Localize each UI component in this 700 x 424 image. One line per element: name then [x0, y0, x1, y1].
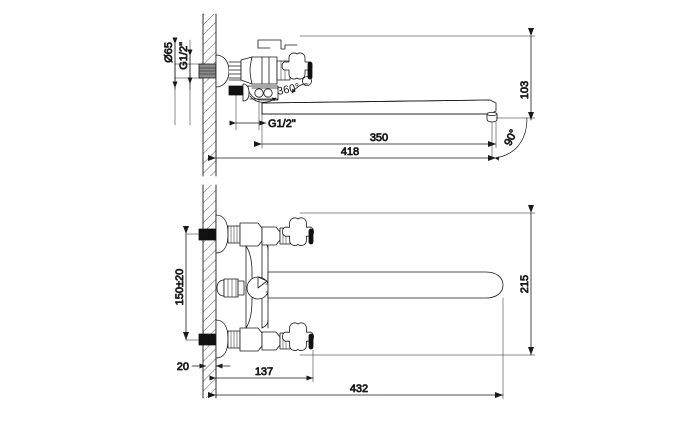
- wall-section-top: [202, 13, 217, 177]
- dim-label-350: 350: [370, 132, 388, 144]
- upper-inlet-assembly: [198, 54, 242, 88]
- dim-length-432: 432: [208, 297, 504, 400]
- dim-reach-350: 350: [254, 113, 497, 149]
- dim-label-outlet-thread: G1/2": [268, 118, 296, 130]
- dim-height-103: 103: [299, 28, 536, 121]
- dim-centers-150: 150±20: [174, 226, 204, 341]
- dim-label-432: 432: [350, 383, 368, 395]
- mixer-body-top: [240, 52, 313, 85]
- bottom-view-group: 150±20 20 137 432: [174, 184, 536, 400]
- dim-depth-137: 137: [209, 349, 314, 383]
- dim-height-215: 215: [299, 205, 536, 356]
- diverter-knob-front: [216, 278, 245, 298]
- upper-outlet-stub: [257, 39, 298, 50]
- lower-handle-front: [261, 322, 314, 351]
- dim-wall-20: 20: [176, 361, 231, 373]
- dim-dia65: Ø65: [163, 37, 178, 91]
- spout-tube-front: [267, 271, 504, 299]
- dim-label-90: 90°: [502, 128, 520, 148]
- dim-label-20: 20: [177, 361, 189, 373]
- lower-inlet-front: [198, 319, 263, 359]
- dim-label-103: 103: [519, 81, 531, 99]
- dimensions-top-view: Ø65 G1/2" G1/2" 103: [163, 28, 536, 163]
- spout-tube-top: [261, 99, 498, 123]
- diverter-cluster-top: [228, 83, 279, 103]
- upper-handle-front: [261, 217, 314, 246]
- dim-label-137: 137: [255, 366, 273, 378]
- swivel-indicator-360: [291, 76, 312, 94]
- dim-reach-418: 418: [208, 119, 497, 163]
- dim-label-215: 215: [519, 275, 531, 293]
- dim-label-418: 418: [341, 146, 359, 158]
- dim-label-inlet-thread: G1/2": [178, 42, 190, 70]
- top-view-group: Ø65 G1/2" G1/2" 103: [163, 13, 536, 177]
- dimensions-bottom-view: 150±20 20 137 432: [174, 205, 536, 400]
- dim-label-150: 150±20: [174, 269, 186, 306]
- cross-handle-top: [281, 52, 313, 80]
- dim-inlet-thread: G1/2": [178, 39, 193, 91]
- upper-inlet-front: [198, 214, 263, 254]
- dim-outlet-thread: G1/2": [229, 94, 296, 130]
- dim-spout-angle-90: 90°: [491, 117, 528, 161]
- dim-label-360: 360°: [276, 81, 301, 97]
- dim-label-dia65: Ø65: [163, 42, 175, 63]
